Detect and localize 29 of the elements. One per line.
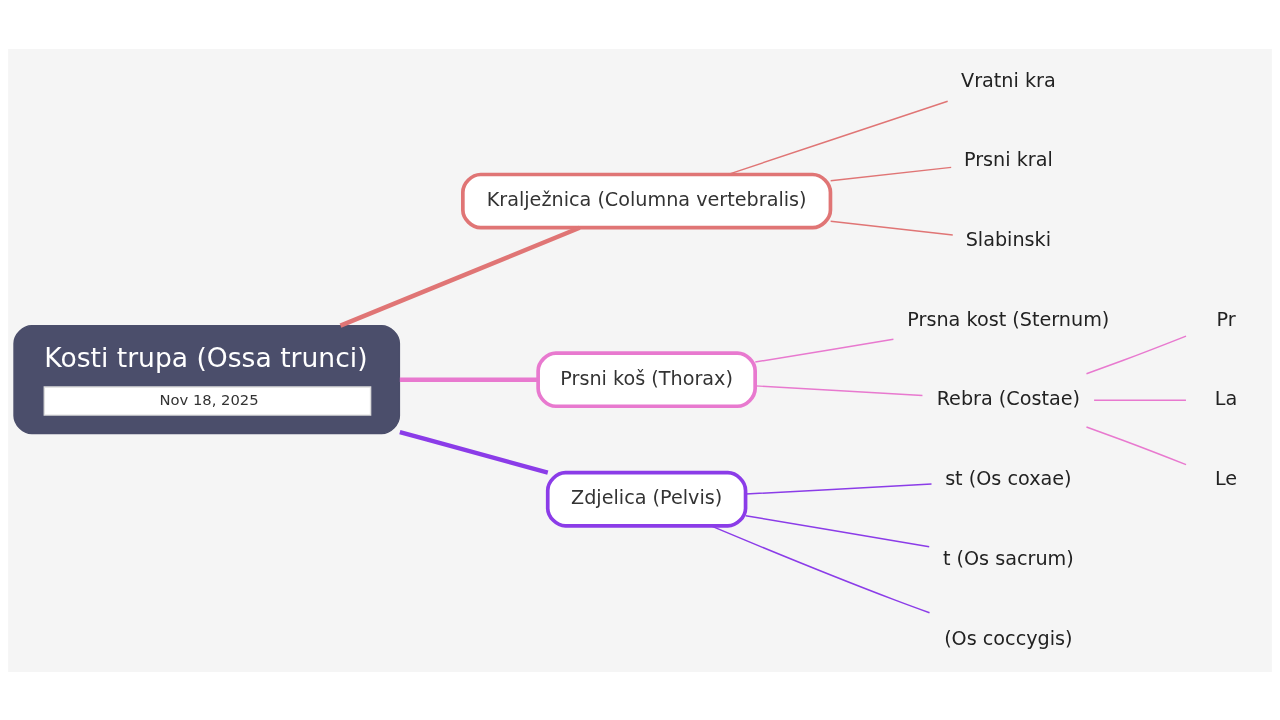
connector [829,166,952,181]
node-text: (Os coccygis) [944,626,1073,650]
node-text: Prsna kost (Sternum) [907,307,1110,331]
connector [339,225,581,328]
connector [399,429,549,475]
connector [754,338,895,363]
node-box: Prsni koš (Thorax) [536,350,757,408]
connector [829,220,954,236]
node-text: Rebra (Costae) [936,386,1081,410]
node-text: Pr [1216,307,1236,331]
node-text: Slabinski [965,227,1052,251]
node-box: Kosti trupa (Ossa trunci) Nov 18, 2025 [13,324,401,434]
node-text: Le [1215,466,1238,490]
connector [399,376,538,382]
connector [710,524,931,614]
node-box: Zdjelica (Pelvis) [545,470,748,528]
connector [754,384,924,396]
connector [727,99,949,175]
node-text: La [1214,386,1238,410]
connector [744,482,933,495]
node-text: Prsni kral [963,147,1053,171]
node-text: Vratni kra [961,68,1056,91]
connector [744,514,930,547]
node-text: st (Os coxae) [945,466,1072,490]
connector [1085,425,1187,465]
connector [1093,399,1187,401]
connector [1085,334,1187,374]
node-text: t (Os sacrum) [942,546,1074,570]
node-box: Kralježnica (Columna vertebralis) [461,172,833,229]
